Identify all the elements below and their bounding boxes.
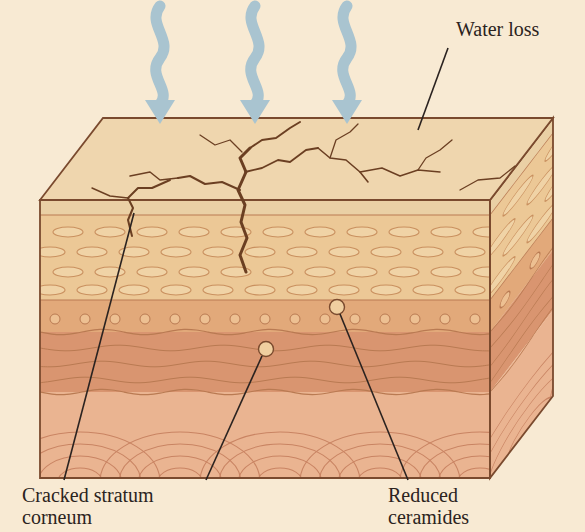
- part-label: Cracked stratum corneum: [22, 484, 192, 528]
- part-label: Reduced ceramides: [388, 484, 528, 528]
- front-face: [40, 200, 490, 478]
- leader-line: [64, 48, 448, 480]
- part-label: Water loss: [456, 18, 576, 40]
- arrow-head: [145, 100, 362, 124]
- cracks: [92, 122, 515, 272]
- side-face: [450, 0, 585, 532]
- block-outline: [40, 200, 490, 478]
- ceramide: [330, 300, 345, 315]
- top-face: [40, 118, 553, 200]
- water-arrow: [156, 6, 351, 104]
- ceramide: [259, 342, 274, 357]
